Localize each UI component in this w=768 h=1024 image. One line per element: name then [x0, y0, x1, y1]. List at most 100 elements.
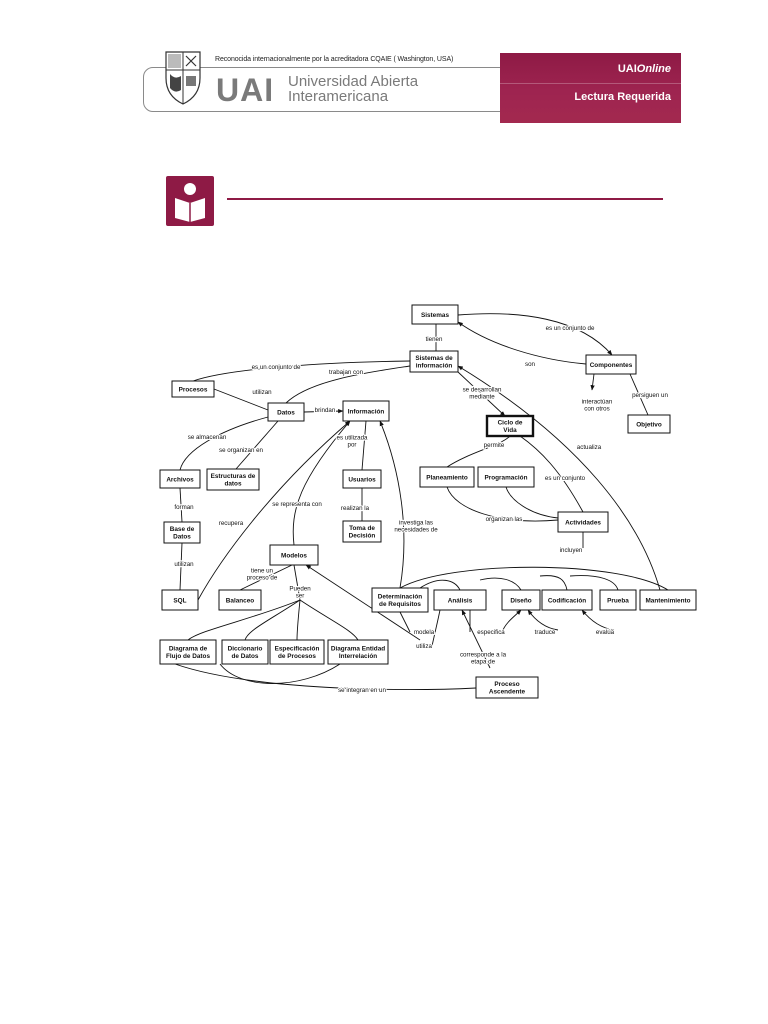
concept-edge: [192, 360, 411, 382]
concept-node-balanceo: Balanceo: [218, 589, 262, 611]
concept-edge: [197, 420, 351, 601]
university-name-line1: Universidad Abierta: [288, 73, 419, 90]
concept-edge: [244, 599, 301, 641]
concept-edge: [187, 599, 301, 641]
concept-edge-label: modela: [414, 629, 435, 636]
concept-node-label: Análisis: [448, 597, 473, 604]
concept-edge: [446, 486, 559, 522]
concept-edge-label: se organizan en: [219, 447, 264, 454]
concept-node-label: Información: [348, 408, 385, 415]
concept-edge: [235, 420, 279, 470]
concept-node-label: Prueba: [607, 597, 629, 604]
concept-edge: [174, 663, 477, 691]
concept-node-actividades: Actividades: [557, 511, 609, 533]
concept-node-datos: Datos: [267, 402, 305, 422]
concept-node-box: [221, 639, 269, 665]
concept-node-box: [159, 639, 217, 665]
concept-node-label: de Datos: [232, 653, 259, 660]
concept-node-box: [501, 589, 541, 611]
brand-title: UAIOnline: [618, 63, 671, 75]
concept-node-label: Diagrama de: [169, 646, 208, 653]
concept-node-label: Balanceo: [226, 597, 255, 604]
concept-edge-label: evalúa: [596, 629, 615, 636]
concept-node-componentes: Componentes: [585, 354, 637, 375]
concept-node-box: [639, 589, 697, 611]
concept-node-box: [269, 639, 325, 665]
concept-edge: [379, 420, 405, 589]
concept-edge: [361, 420, 367, 471]
concept-node-label: Especificación: [275, 646, 320, 653]
concept-node-informacion: Información: [342, 400, 390, 422]
concept-node-box: [599, 589, 637, 611]
brand-prefix: UAI: [617, 63, 637, 75]
concept-edge: [457, 365, 661, 591]
section-rule: [227, 198, 663, 200]
concept-edge: [293, 564, 301, 601]
concept-node-diseno: Diseño: [501, 589, 541, 611]
concept-node-codificacion: Codificación: [541, 589, 593, 611]
concept-edge-label: permite: [484, 442, 505, 449]
concept-edge: [527, 609, 559, 631]
concept-node-mantenimiento: Mantenimiento: [639, 589, 697, 611]
concept-node-box: [433, 589, 487, 611]
concept-edge-label: necesidades de: [394, 527, 438, 534]
concept-node-label: datos: [224, 481, 241, 488]
concept-node-label: Sistemas de: [415, 355, 453, 362]
concept-node-label: SQL: [173, 597, 186, 604]
concept-edge-label: utiliza: [416, 643, 432, 650]
concept-edge: [569, 575, 619, 591]
concept-node-label: Proceso: [494, 681, 519, 688]
section-title: Lectura Requerida: [574, 91, 671, 103]
concept-edge-label: forman: [174, 504, 194, 511]
concept-edge: [581, 609, 615, 631]
concept-edge: [457, 313, 613, 356]
concept-node-label: Sistemas: [421, 312, 450, 319]
concept-node-analisis: Análisis: [433, 589, 487, 611]
concept-edge-label: tiene un: [251, 567, 274, 574]
concept-node-procesos: Procesos: [171, 380, 215, 398]
concept-node-box: [218, 589, 262, 611]
concept-node-programacion: Programación: [477, 466, 535, 488]
concept-edge-label: investiga las: [399, 519, 433, 526]
concept-node-label: Actividades: [565, 519, 601, 526]
concept-node-sistemas: Sistemas: [411, 304, 459, 325]
concept-node-archivos: Archivos: [159, 469, 201, 489]
concept-node-label: Estructuras de: [211, 473, 256, 480]
concept-node-box: [409, 350, 459, 373]
concept-node-box: [163, 521, 201, 544]
concept-node-prueba: Prueba: [599, 589, 637, 611]
concept-node-box: [475, 676, 539, 699]
concept-edge-label: utilizan: [252, 389, 272, 396]
uai-acronym: UAI: [216, 72, 275, 108]
concept-node-label: Datos: [277, 409, 295, 416]
concept-node-box: [206, 468, 260, 491]
concept-edge: [399, 611, 411, 633]
concept-node-label: Ascendente: [489, 689, 526, 696]
university-crest-icon: [165, 51, 201, 105]
concept-node-label: Decisión: [349, 533, 376, 540]
concept-node-label: Objetivo: [636, 421, 662, 428]
concept-edge-label: trabajan con: [329, 369, 364, 376]
concept-node-box: [342, 469, 382, 489]
uai-online-banner: UAIOnline Lectura Requerida: [500, 53, 681, 123]
concept-edge: [179, 542, 183, 591]
concept-node-box: [342, 400, 390, 422]
concept-node-box: [267, 402, 305, 422]
concept-edge-label: etapa de: [471, 659, 496, 666]
concept-node-label: Diccionario: [228, 646, 263, 653]
concept-edge-label: mediante: [469, 394, 495, 401]
concept-node-label: Base de: [170, 526, 195, 533]
concept-edge-label: Pueden: [289, 585, 311, 592]
concept-edge-label: utilizan: [174, 561, 194, 568]
concept-node-sql: SQL: [161, 589, 199, 611]
concept-edge-label: con otros: [584, 406, 609, 413]
concept-edge-label: actualiza: [577, 444, 602, 451]
